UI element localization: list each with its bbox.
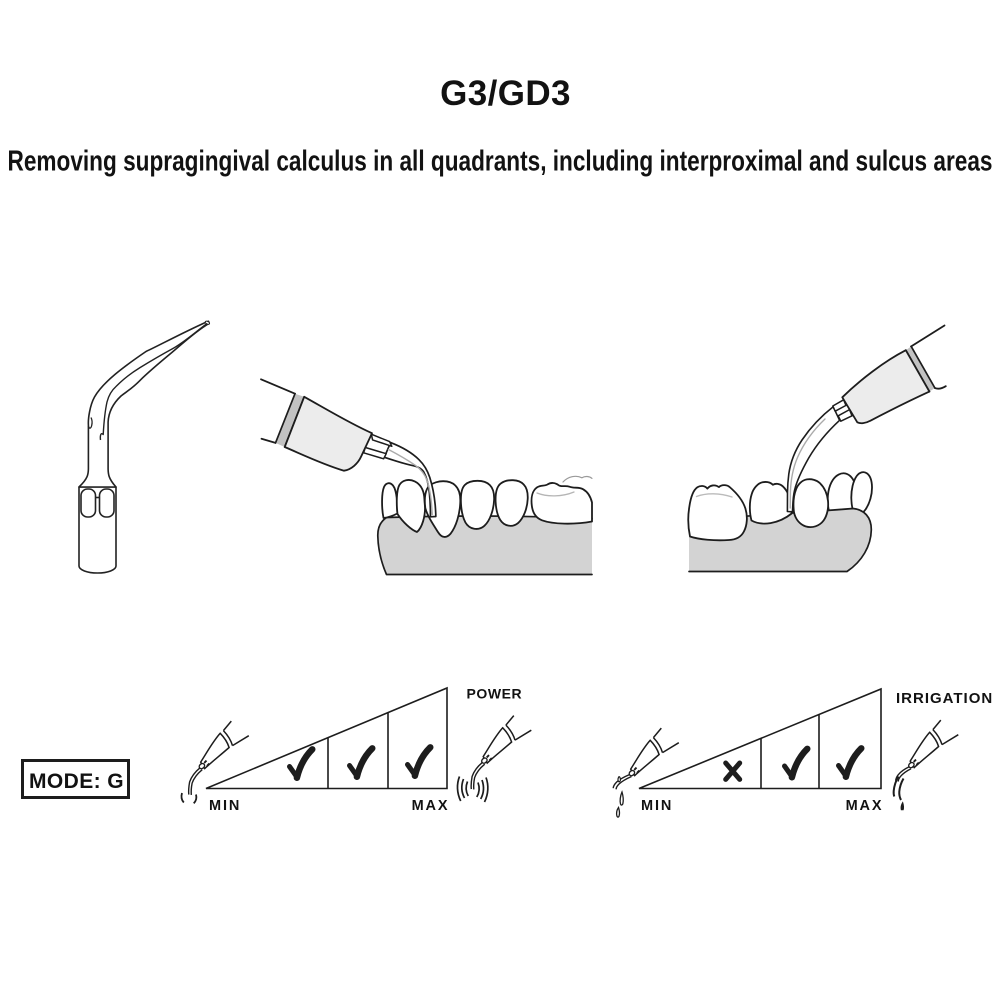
svg-text:Removing supragingival calculu: Removing supragingival calculus in all q… bbox=[8, 146, 993, 178]
svg-text:MAX: MAX bbox=[846, 798, 884, 814]
svg-text:G3/GD3: G3/GD3 bbox=[440, 74, 571, 113]
svg-text:POWER: POWER bbox=[467, 686, 523, 702]
svg-text:MIN: MIN bbox=[641, 798, 673, 814]
svg-text:IRRIGATION: IRRIGATION bbox=[896, 690, 993, 707]
svg-text:MODE: G: MODE: G bbox=[29, 770, 124, 793]
svg-text:MAX: MAX bbox=[412, 798, 450, 814]
svg-text:MIN: MIN bbox=[209, 798, 241, 814]
